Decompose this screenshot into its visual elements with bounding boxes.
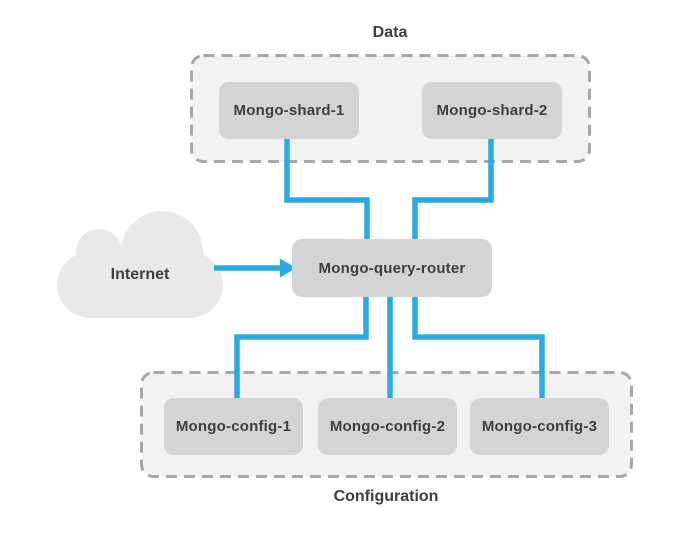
connector-shard2-router — [412, 136, 494, 240]
data-group-label: Data — [372, 24, 408, 41]
connector-shard1-router — [284, 136, 370, 240]
node-mongo-config-3-label: Mongo-config-3 — [481, 418, 598, 435]
internet-cloud-icon — [57, 211, 223, 318]
node-mongo-config-1: Mongo-config-1 — [164, 398, 303, 455]
connector-router-config1 — [234, 296, 369, 399]
internet-label: Internet — [110, 266, 170, 283]
internet-arrow-icon — [214, 258, 296, 278]
configuration-group-label: Configuration — [333, 488, 439, 505]
node-mongo-config-2: Mongo-config-2 — [318, 398, 457, 455]
node-mongo-config-1-label: Mongo-config-1 — [175, 418, 292, 435]
node-mongo-shard-2-label: Mongo-shard-2 — [436, 102, 548, 119]
node-mongo-query-router: Mongo-query-router — [292, 239, 492, 297]
node-mongo-query-router-label: Mongo-query-router — [318, 259, 466, 277]
node-mongo-config-2-label: Mongo-config-2 — [329, 418, 446, 435]
node-mongo-config-3: Mongo-config-3 — [470, 398, 609, 455]
connector-router-config3 — [412, 296, 545, 399]
node-mongo-shard-1-label: Mongo-shard-1 — [233, 102, 345, 119]
node-mongo-shard-1: Mongo-shard-1 — [219, 82, 359, 139]
node-mongo-shard-2: Mongo-shard-2 — [422, 82, 562, 139]
